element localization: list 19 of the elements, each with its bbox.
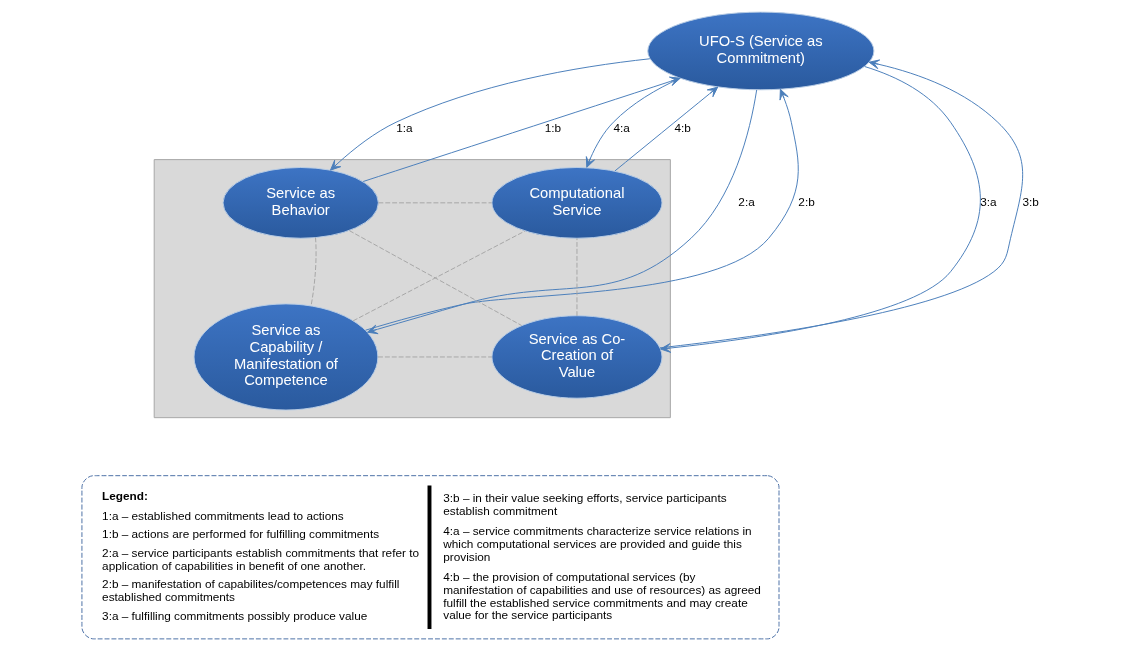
node-ellipse: Service as Co-Creation of Value [491,315,663,399]
node-box: Legend: 1:a – established commitments lead to actions 1:b – actions are performed for fulfilling commitments 2:a – service participants establish commitments that refer to application of capabilities in benefit of one another. 2:b – manifestation of capabilites/competences may fulfill established commitments 3:a – fulfilling commitments possibly produce value 3:b – in their value seeking efforts, service participants establish commitment 4:a – service commitments characterize service relations in which computational services are provided and guide this provision 4:b – the provision of computational services (by manifestation of capabilities and use of resources) as agreed fulfill the established service commitments and may create value for the service participants [81,475,780,640]
node-ellipse: Service as Behavior [222,166,379,239]
edge-label: 3:b [1022,194,1039,208]
connector [377,202,493,204]
arrow [659,59,1024,349]
arrow [660,66,981,353]
edge-label: 2:a [738,194,755,208]
arrow [330,58,651,171]
edge-label: 1:b [544,120,562,134]
node-ellipse: Computational Service [491,166,663,239]
arrow [614,86,719,172]
connector [310,237,317,307]
edge-label: 2:b [798,194,815,208]
edge-label: 4:b [674,120,691,134]
edge-label: 3:a [980,194,997,208]
node-ellipse: UFO-S (Service as Commitment) [647,11,875,91]
edge-label: 4:a [613,120,630,134]
edge-label: 1:a [396,120,413,134]
